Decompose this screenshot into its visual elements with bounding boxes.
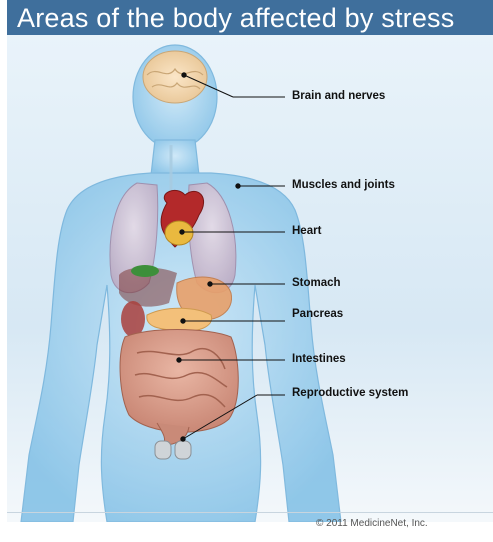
label-heart: Heart: [292, 225, 321, 237]
label-intestines: Intestines: [292, 353, 346, 365]
gallbladder-organ: [131, 265, 159, 277]
kidney-organ: [121, 301, 145, 337]
copyright-text: © 2011 MedicineNet, Inc.: [316, 518, 428, 529]
footer-divider: [7, 512, 493, 513]
leader-muscles-dot: [236, 184, 240, 188]
page-title: Areas of the body affected by stress: [17, 3, 454, 34]
body-illustration: Brain and nerves Muscles and joints Hear…: [7, 35, 493, 522]
brain-organ: [143, 51, 207, 103]
anatomy-svg: [7, 35, 493, 522]
pancreas-organ: [147, 308, 212, 331]
leader-brain-dot: [182, 73, 186, 77]
label-muscles: Muscles and joints: [292, 179, 395, 191]
leader-reproductive-dot: [181, 437, 185, 441]
leader-intestines-dot: [177, 358, 181, 362]
leader-pancreas-dot: [181, 319, 185, 323]
label-brain: Brain and nerves: [292, 90, 385, 102]
label-stomach: Stomach: [292, 277, 341, 289]
leader-heart-dot: [180, 230, 184, 234]
label-reproductive: Reproductive system: [292, 387, 408, 399]
label-pancreas: Pancreas: [292, 308, 343, 320]
leader-stomach-dot: [208, 282, 212, 286]
title-banner: Areas of the body affected by stress: [7, 0, 493, 35]
